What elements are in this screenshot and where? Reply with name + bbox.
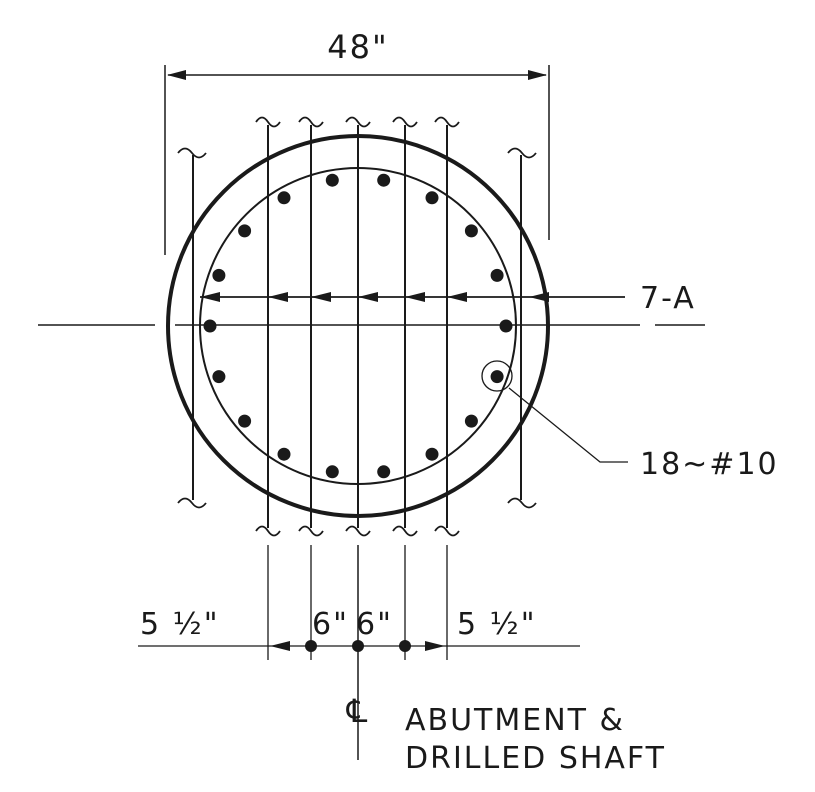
arrow-head xyxy=(311,292,331,302)
spacing-arrow-left xyxy=(270,641,290,651)
spacing-dot xyxy=(305,640,317,652)
rebar-dot xyxy=(377,465,391,479)
rebar-dot xyxy=(238,224,252,238)
longitudinal-rebar-group xyxy=(203,173,513,479)
centerline-label-line2: DRILLED SHAFT xyxy=(405,741,666,776)
dimension-arrow-left xyxy=(167,70,186,80)
arrow-head xyxy=(358,292,378,302)
rebar-dot xyxy=(377,173,391,187)
rebar-dot xyxy=(464,414,478,428)
arrow-head xyxy=(268,292,288,302)
bar-7a-arrows xyxy=(200,292,549,302)
rebar-dot xyxy=(277,447,291,461)
rebar-dot xyxy=(464,224,478,238)
rebar-dot xyxy=(203,319,217,333)
rebar-dot xyxy=(325,465,339,479)
centerline-label-line1: ABUTMENT & xyxy=(405,703,625,738)
rebar-dot xyxy=(490,370,504,384)
rebar-dot xyxy=(499,319,513,333)
edge-distance-right-label: 5 ½" xyxy=(457,607,537,642)
overall-width-label: 48" xyxy=(327,28,388,66)
rebar-dot xyxy=(212,370,226,384)
dimension-arrow-right xyxy=(528,70,547,80)
vertical-bars xyxy=(192,125,522,528)
overall-width-dimension xyxy=(164,65,550,255)
bar-spacing-left-label: 6" xyxy=(312,607,349,642)
arrow-head xyxy=(200,292,220,302)
bar-spacing-right-label: 6" xyxy=(356,607,393,642)
rebar-dot xyxy=(325,173,339,187)
arrow-head xyxy=(529,292,549,302)
edge-distance-left-label: 5 ½" xyxy=(140,607,220,642)
arrow-head xyxy=(405,292,425,302)
centerline-symbol: ℄ xyxy=(346,692,370,730)
rebar-dot xyxy=(212,268,226,282)
rebar-dot xyxy=(238,414,252,428)
rebar-leader-line xyxy=(508,387,628,463)
rebar-dot xyxy=(425,447,439,461)
rebar-callout-circle xyxy=(481,360,513,392)
rebar-dot xyxy=(277,191,291,205)
bar-7a-callout: 7-A xyxy=(640,281,696,316)
spacing-dot xyxy=(399,640,411,652)
rebar-dot xyxy=(425,191,439,205)
spacing-arrow-right xyxy=(425,641,445,651)
rebar-dot xyxy=(490,268,504,282)
break-marks xyxy=(177,116,537,537)
arrow-head xyxy=(447,292,467,302)
rebar-callout: 18~#10 xyxy=(640,447,779,482)
